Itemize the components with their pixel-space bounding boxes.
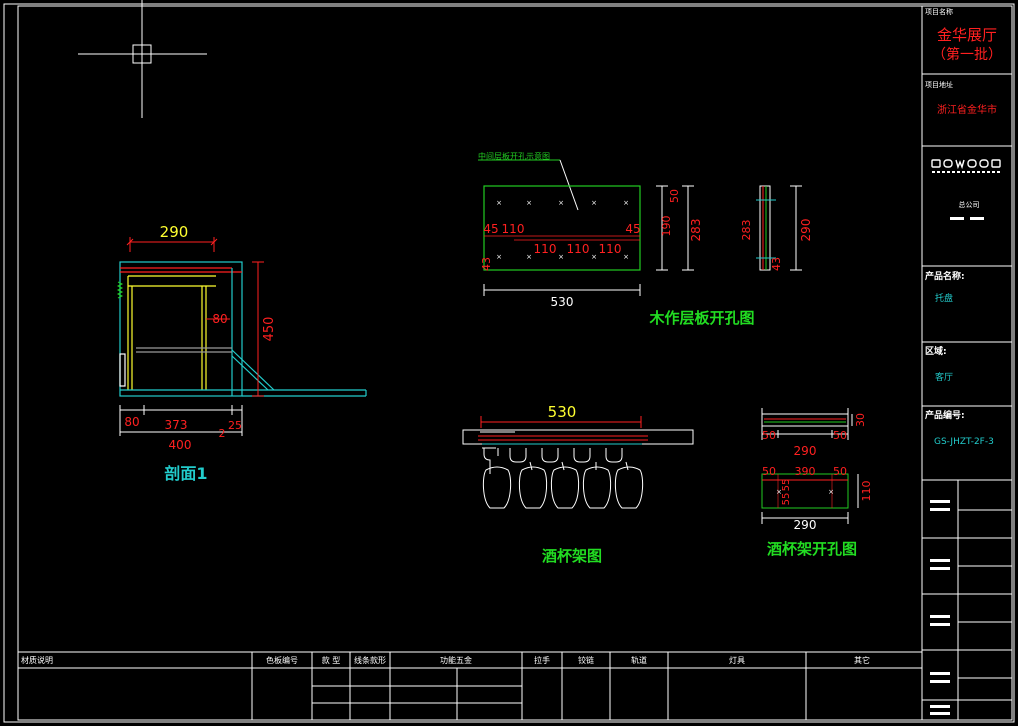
rack-holes: ×× xyxy=(776,488,834,496)
rack-b-dim-55b: 55 xyxy=(781,493,792,506)
title-block-marks xyxy=(930,500,950,715)
table-header-line: 线条款形 xyxy=(354,655,386,665)
section-title: 剖面1 xyxy=(164,464,207,483)
drawing-frame xyxy=(3,3,1015,723)
shelf-dim-m3: 110 xyxy=(599,242,622,256)
rack-title: 酒杯架图 xyxy=(542,547,602,565)
rack-b-dim-w: 290 xyxy=(794,518,817,532)
shelf-dim-m1: 110 xyxy=(534,242,557,256)
company-logo xyxy=(931,159,1001,173)
project-address-label: 项目地址 xyxy=(925,80,953,89)
table-header-rail: 轨道 xyxy=(631,655,647,665)
rack-dim-width: 530 xyxy=(548,403,577,421)
shelf-side-dim-283: 283 xyxy=(740,220,753,241)
area-value: 客厅 xyxy=(935,371,953,383)
table-header-lamp: 灯具 xyxy=(729,655,745,665)
project-name: 金华展厅 xyxy=(937,26,997,44)
rack-top-dim-r50: 50 xyxy=(833,429,847,442)
svg-text:×: × xyxy=(591,199,597,207)
svg-text:×: × xyxy=(623,253,629,261)
cursor-crosshair-icon xyxy=(78,0,207,118)
section-dim-total: 400 xyxy=(169,438,192,452)
rack-b-dim-m: 390 xyxy=(795,465,816,478)
svg-text:×: × xyxy=(558,199,564,207)
section-dim-top: 290 xyxy=(160,223,189,241)
section-left-hardware xyxy=(116,281,124,299)
rack-holes-view: 50 50 30 290 ×× 50 390 50 55 55 110 290 … xyxy=(761,408,873,558)
svg-text:×: × xyxy=(591,253,597,261)
shelf-note: 中间层板开孔示意图 xyxy=(478,151,550,161)
rack-top-dim-h30: 30 xyxy=(854,413,867,427)
table-header-other: 其它 xyxy=(854,655,870,665)
table-header-color: 色板编号 xyxy=(266,655,298,665)
shelf-dim-r45: 45 xyxy=(625,222,640,236)
svg-text:×: × xyxy=(526,199,532,207)
shelf-dim-h50: 50 xyxy=(668,189,681,203)
svg-text:×: × xyxy=(526,253,532,261)
shelf-view: 中间层板开孔示意图 × × × × × × × × × × 45 110 45 110 11… xyxy=(478,151,813,327)
section-dim-bottom-left: 80 xyxy=(124,415,139,429)
area-label: 区域: xyxy=(925,345,947,357)
shelf-side-dim-290: 290 xyxy=(799,219,813,242)
svg-text:×: × xyxy=(623,199,629,207)
rack-b-dim-55a: 55 xyxy=(781,479,792,492)
product-code: GS-JHZT-2F-3 xyxy=(934,437,994,447)
rack-b-dim-l50: 50 xyxy=(762,465,776,478)
product-name: 托盘 xyxy=(935,292,953,304)
section-dim-inner: 80 xyxy=(212,312,227,326)
svg-text:×: × xyxy=(828,488,834,496)
shelf-holes: × × × × × × × × × × xyxy=(496,199,629,261)
table-header-material: 材质说明 xyxy=(21,655,53,665)
svg-text:×: × xyxy=(496,253,502,261)
table-header-hardware: 功能五金 xyxy=(440,655,472,665)
rack-b-dim-r50: 50 xyxy=(833,465,847,478)
company-subtext xyxy=(950,217,984,220)
rack-glasses xyxy=(482,447,644,509)
shelf-title: 木作层板开孔图 xyxy=(648,309,754,327)
section-view: 290 xyxy=(116,223,367,483)
svg-text:×: × xyxy=(558,253,564,261)
product-name-label: 产品名称: xyxy=(925,270,965,282)
shelf-dim-h283: 283 xyxy=(689,219,703,242)
bottom-table: 材质说明 色板编号 款 型 线条款形 功能五金 拉手 铰链 轨道 灯具 其它 xyxy=(18,652,922,720)
table-header-hinge: 铰链 xyxy=(578,655,594,665)
project-name-label: 项目名称 xyxy=(925,7,953,16)
shelf-dim-width: 530 xyxy=(551,295,574,309)
shelf-dim-h43: 43 xyxy=(480,257,493,271)
rack-top-dim-l50: 50 xyxy=(762,429,776,442)
rack-top-dim-w: 290 xyxy=(794,444,817,458)
section-dim-bottom-small: 2 xyxy=(219,427,226,440)
table-header-style: 款 型 xyxy=(322,655,341,665)
project-batch: （第一批） xyxy=(932,46,1002,63)
glass-rack-view: 530 酒杯架图 xyxy=(462,403,694,565)
shelf-dim-h190: 190 xyxy=(660,216,673,237)
shelf-dim-l45: 45 xyxy=(483,222,498,236)
section-dim-bottom-mid: 373 xyxy=(165,418,188,432)
rack-b-dim-h: 110 xyxy=(860,481,873,502)
title-block: 项目名称 金华展厅 （第一批） 项目地址 浙江省金华市 总公司 产品名称: 托盘… xyxy=(922,7,1012,720)
product-code-label: 产品编号: xyxy=(925,409,965,421)
shelf-dim-l110: 110 xyxy=(502,222,525,236)
project-address: 浙江省金华市 xyxy=(937,103,997,116)
svg-text:×: × xyxy=(496,199,502,207)
rack-holes-title: 酒杯架开孔图 xyxy=(767,540,857,558)
section-dim-bottom-right: 25 xyxy=(228,419,242,432)
shelf-side-dim-43: 43 xyxy=(770,257,783,271)
company-name: 总公司 xyxy=(959,200,980,209)
section-dim-height: 450 xyxy=(262,317,277,342)
svg-text:×: × xyxy=(776,488,782,496)
table-header-handle: 拉手 xyxy=(534,655,550,665)
shelf-dim-m2: 110 xyxy=(567,242,590,256)
